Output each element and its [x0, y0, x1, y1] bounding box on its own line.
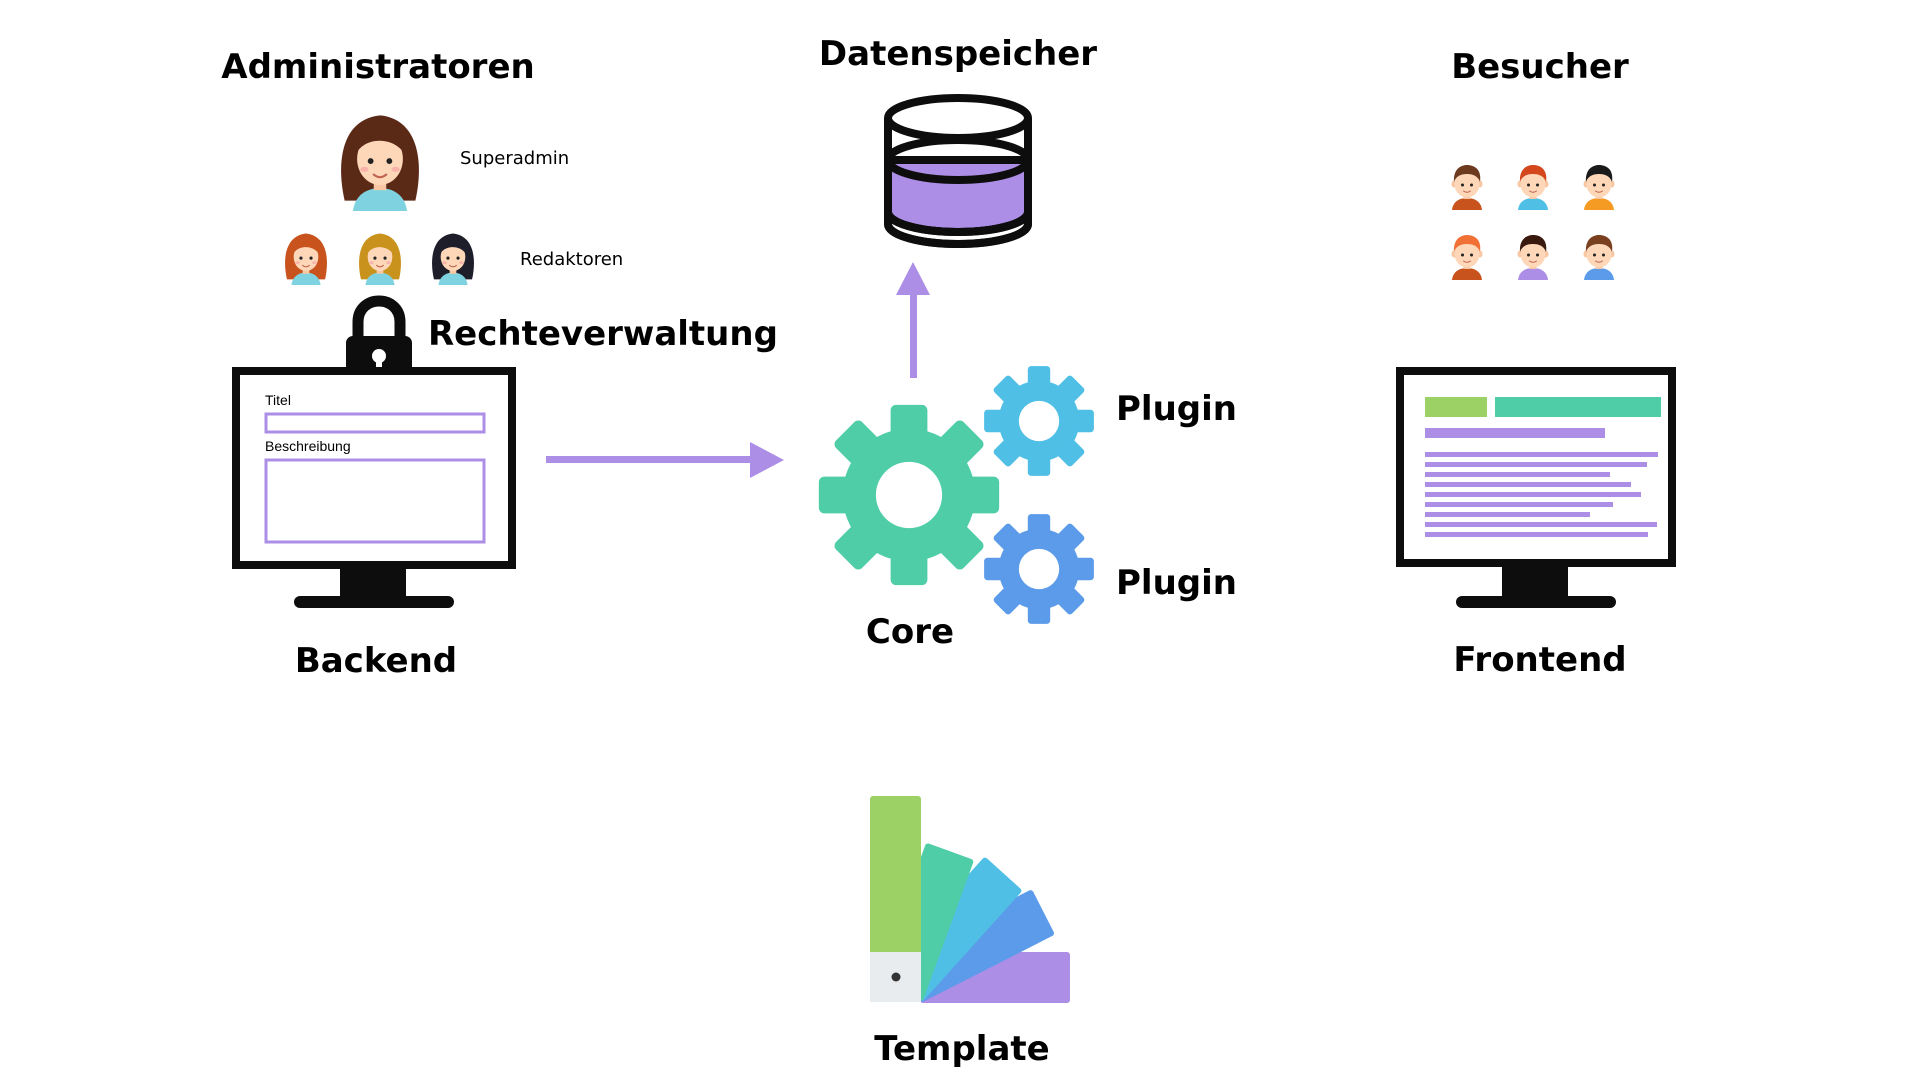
visitor-avatar-icon: [1518, 235, 1549, 280]
visitor-avatar-icon: [1584, 165, 1615, 210]
datastore-label: Datenspeicher: [819, 34, 1097, 74]
visitor-avatar-icon: [1518, 165, 1549, 210]
core-gear-icon: [819, 405, 999, 585]
backend-label: Backend: [295, 641, 457, 681]
description-field-label: Beschreibung: [265, 438, 351, 454]
database-icon: [884, 94, 1032, 248]
permissions-label: Rechteverwaltung: [428, 314, 778, 354]
superadmin-label: Superadmin: [460, 148, 569, 169]
color-swatch-fan-icon: [870, 796, 1070, 1003]
template-label: Template: [874, 1029, 1049, 1069]
title-field-label: Titel: [265, 392, 291, 408]
administrators-heading: Administratoren: [221, 47, 534, 87]
editors-label: Redaktoren: [520, 249, 623, 270]
editor-avatar-icon: [285, 233, 327, 285]
plugin-gear-icon: [984, 514, 1094, 624]
visitors-heading: Besucher: [1451, 47, 1629, 87]
arrow-up-icon: [896, 262, 930, 378]
core-label: Core: [866, 612, 954, 652]
frontend-monitor-icon: [1396, 367, 1676, 608]
editor-avatar-icon: [432, 233, 474, 285]
backend-monitor-icon: [232, 367, 516, 608]
visitor-avatar-icon: [1452, 165, 1483, 210]
plugin-label: Plugin: [1116, 389, 1237, 429]
arrow-right-icon: [546, 442, 784, 478]
plugin-label: Plugin: [1116, 563, 1237, 603]
visitor-avatar-icon: [1584, 235, 1615, 280]
frontend-label: Frontend: [1453, 640, 1626, 680]
plugin-gear-icon: [984, 366, 1094, 476]
editor-avatar-icon: [359, 233, 401, 285]
superadmin-avatar-icon: [341, 115, 419, 211]
visitor-avatar-icon: [1452, 235, 1483, 280]
